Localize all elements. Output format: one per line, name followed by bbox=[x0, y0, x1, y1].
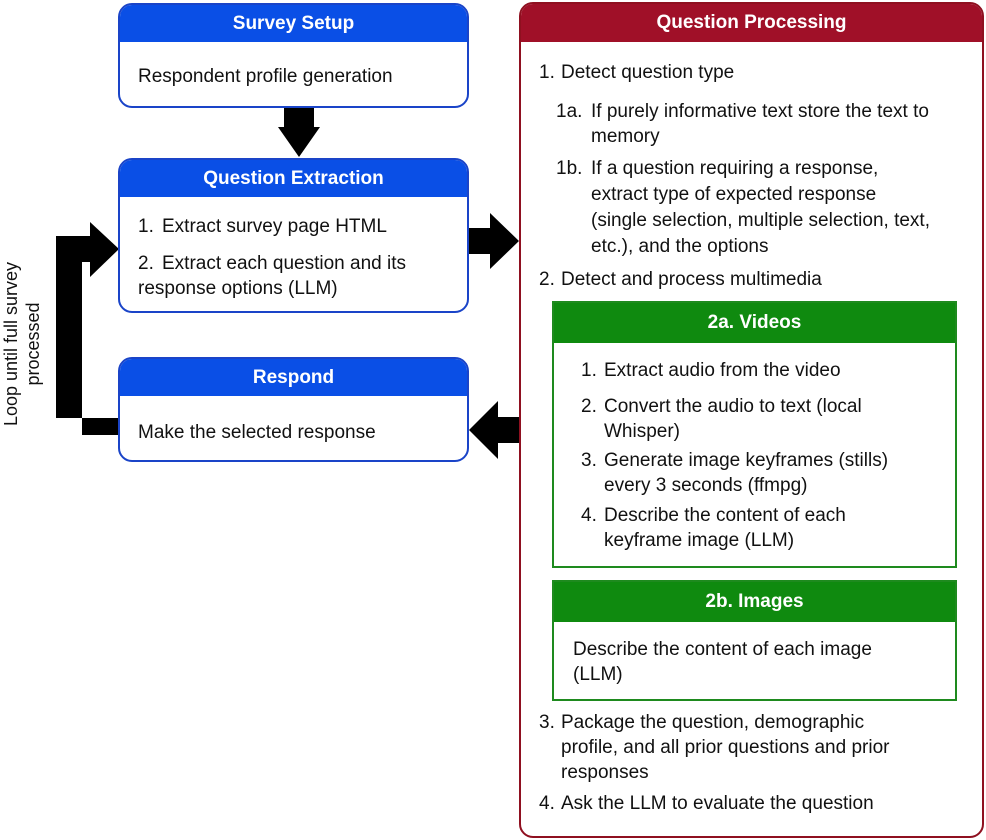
question-extraction-box: Question Extraction 1. Extract survey pa… bbox=[118, 158, 469, 313]
images-box: 2b. Images Describe the content of each … bbox=[552, 580, 957, 701]
respond-body: Make the selected response bbox=[138, 422, 376, 443]
respond-box: Respond Make the selected response bbox=[118, 357, 469, 462]
question-processing-box: Question Processing 1. Detect question t… bbox=[519, 2, 984, 838]
arrow-processing-to-respond bbox=[469, 401, 519, 459]
videos-title: 2a. Videos bbox=[554, 303, 955, 343]
images-body-line-2: (LLM) bbox=[573, 664, 623, 685]
survey-setup-body: Respondent profile generation bbox=[138, 66, 393, 87]
videos-box: 2a. Videos 1. Extract audio from the vid… bbox=[552, 301, 957, 568]
survey-setup-box: Survey Setup Respondent profile generati… bbox=[118, 3, 469, 108]
arrow-extraction-to-processing bbox=[469, 213, 519, 269]
images-title: 2b. Images bbox=[554, 582, 955, 622]
arrow-setup-to-extraction bbox=[278, 107, 320, 157]
survey-setup-title: Survey Setup bbox=[120, 5, 467, 42]
loop-arrow bbox=[56, 222, 119, 435]
images-body-line-1: Describe the content of each image bbox=[573, 639, 872, 660]
loop-label: Loop until full survey processed bbox=[1, 261, 43, 427]
question-extraction-title: Question Extraction bbox=[120, 160, 467, 197]
question-processing-title: Question Processing bbox=[521, 4, 982, 42]
respond-title: Respond bbox=[120, 359, 467, 396]
